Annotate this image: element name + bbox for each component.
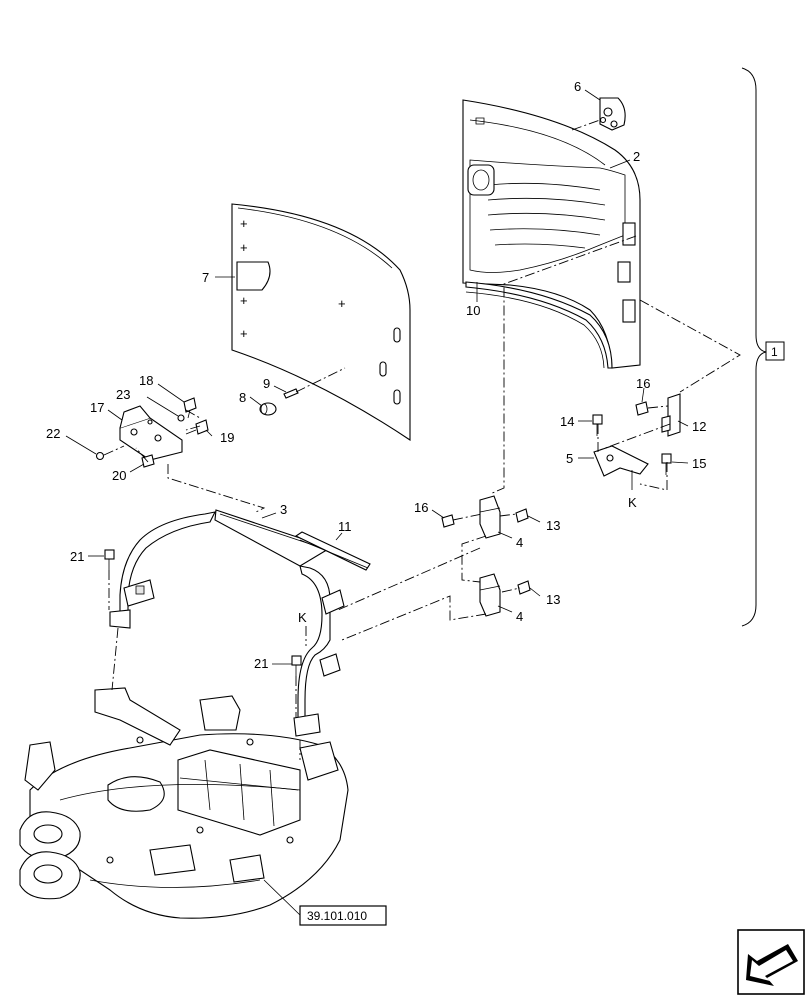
bolt-part-21-upper bbox=[104, 549, 115, 570]
marker-k-right: K bbox=[628, 495, 637, 510]
group-bracket bbox=[741, 67, 767, 627]
washer-part-23 bbox=[177, 414, 185, 422]
callout-15: 15 bbox=[692, 456, 706, 471]
reference-box[interactable]: 39.101.010 bbox=[299, 905, 387, 926]
callout-16-upper: 16 bbox=[636, 376, 650, 391]
callout-labels: 6 2 7 10 9 8 18 23 17 19 22 20 16 12 14 … bbox=[46, 79, 706, 671]
callout-7: 7 bbox=[202, 270, 209, 285]
mount-bracket-part-17 bbox=[119, 405, 183, 461]
hinge-part-4-lower bbox=[479, 573, 501, 617]
assembly-lines bbox=[103, 119, 741, 760]
callout-10: 10 bbox=[466, 303, 480, 318]
callout-3: 3 bbox=[280, 502, 287, 517]
bolt-part-21-lower bbox=[291, 655, 302, 676]
latch-part-6 bbox=[599, 97, 626, 131]
callout-22: 22 bbox=[46, 426, 60, 441]
bolt-part-16-lower bbox=[441, 514, 455, 528]
bolt-part-16-upper bbox=[635, 401, 649, 416]
callout-13-upper: 13 bbox=[546, 518, 560, 533]
callout-4-lower: 4 bbox=[516, 609, 523, 624]
bolt-part-14 bbox=[592, 414, 603, 436]
callout-20: 20 bbox=[112, 468, 126, 483]
next-page-arrow-icon[interactable] bbox=[737, 929, 805, 995]
callout-1-box: 1 bbox=[765, 341, 785, 361]
bolt-part-15 bbox=[661, 453, 672, 475]
strip-part-11 bbox=[294, 531, 371, 571]
nut-part-22 bbox=[95, 451, 105, 461]
svg-text:+: + bbox=[240, 326, 248, 341]
callout-21-lower: 21 bbox=[254, 656, 268, 671]
callout-17: 17 bbox=[90, 400, 104, 415]
lock-bracket-part-5 bbox=[593, 445, 649, 490]
callout-2: 2 bbox=[633, 149, 640, 164]
door-panel-part-2 bbox=[462, 99, 641, 369]
callout-16-lower: 16 bbox=[414, 500, 428, 515]
leader-lines bbox=[65, 89, 689, 916]
callout-1: 1 bbox=[771, 345, 778, 359]
hinge-part-4-upper bbox=[479, 495, 501, 539]
callout-8: 8 bbox=[239, 390, 246, 405]
bolt-part-19 bbox=[185, 419, 209, 435]
callout-23: 23 bbox=[116, 387, 130, 402]
callout-4-upper: 4 bbox=[516, 535, 523, 550]
base-frame bbox=[19, 687, 349, 919]
callout-21-upper: 21 bbox=[70, 549, 84, 564]
marker-k-left: K bbox=[298, 610, 307, 625]
bolt-part-13-upper bbox=[515, 508, 529, 523]
handrail-frame-part-3 bbox=[109, 509, 345, 737]
callout-12: 12 bbox=[692, 419, 706, 434]
reference-label: 39.101.010 bbox=[307, 909, 367, 923]
callout-11: 11 bbox=[338, 519, 352, 534]
callout-6: 6 bbox=[574, 79, 581, 94]
callout-18: 18 bbox=[139, 373, 153, 388]
bolt-part-13-lower bbox=[517, 580, 531, 595]
svg-text:+: + bbox=[338, 296, 346, 311]
callout-19: 19 bbox=[220, 430, 234, 445]
svg-text:+: + bbox=[240, 240, 248, 255]
svg-text:+: + bbox=[240, 216, 248, 231]
svg-text:+: + bbox=[240, 293, 248, 308]
bolt-part-18 bbox=[183, 397, 197, 419]
side-cover-part-7: + + + + + bbox=[231, 203, 411, 442]
pin-part-9 bbox=[283, 388, 299, 399]
seal-strip-part-10 bbox=[465, 281, 613, 369]
callout-5: 5 bbox=[566, 451, 573, 466]
callout-13-lower: 13 bbox=[546, 592, 560, 607]
plug-part-8 bbox=[259, 402, 277, 416]
callout-14: 14 bbox=[560, 414, 574, 429]
bracket-part-12 bbox=[661, 393, 681, 437]
callout-9: 9 bbox=[263, 376, 270, 391]
